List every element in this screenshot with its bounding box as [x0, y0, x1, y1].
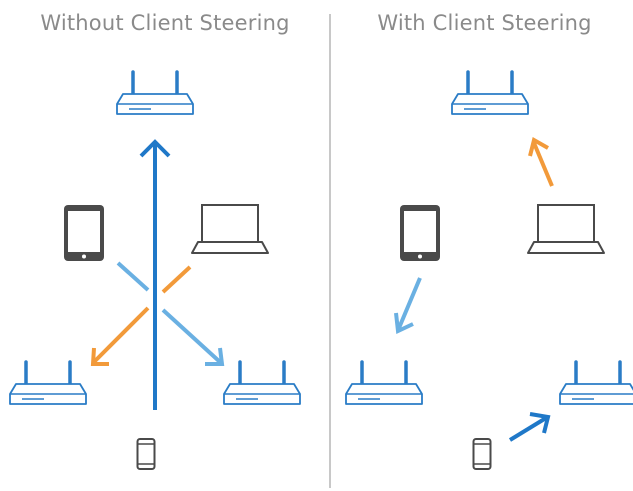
right-mid-left-router-icon — [344, 360, 424, 406]
right-tablet-to-left-router-arrow-icon — [394, 277, 422, 334]
left-laptop-icon — [191, 204, 269, 254]
right-laptop-icon — [527, 204, 605, 254]
right-top-router-icon — [450, 70, 530, 116]
left-top-router-icon — [115, 70, 195, 116]
right-mid-right-router-icon — [558, 360, 633, 406]
right-phone-to-right-router-arrow-icon — [508, 412, 551, 442]
right-panel-title: With Client Steering — [377, 11, 592, 35]
left-laptop-to-left-router-arrow-icon — [90, 265, 192, 366]
left-phone-icon — [136, 438, 156, 470]
left-mid-right-router-icon — [222, 360, 302, 406]
right-tablet-icon — [400, 205, 440, 261]
left-panel-title: Without Client Steering — [40, 11, 290, 35]
right-laptop-to-top-router-arrow-icon — [528, 136, 554, 187]
right-phone-icon — [472, 438, 492, 470]
left-tablet-to-right-router-arrow-icon — [116, 261, 225, 366]
left-phone-to-top-router-arrow-icon — [139, 139, 171, 410]
left-mid-left-router-icon — [8, 360, 88, 406]
left-tablet-icon — [64, 205, 104, 261]
